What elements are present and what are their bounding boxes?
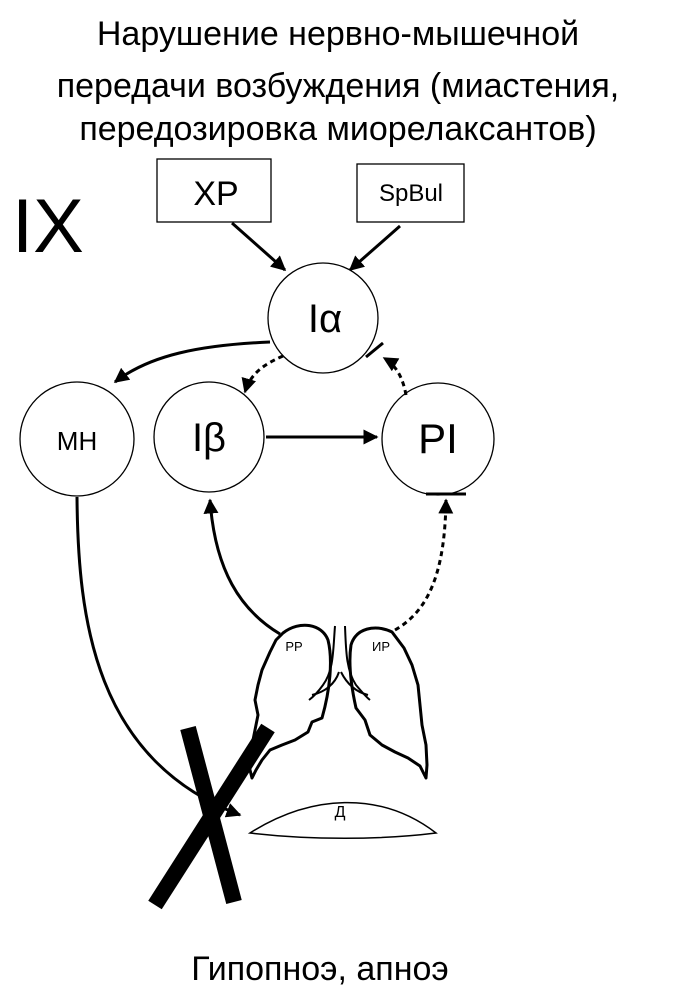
xp-label: XP <box>193 175 238 213</box>
node-ia-label: Iα <box>308 297 342 341</box>
arrow-spbul-to-ia <box>348 224 401 272</box>
arrow-pi-to-ia <box>382 356 408 396</box>
right-lung <box>348 626 429 780</box>
bronchus-left <box>311 671 340 696</box>
right-lung-label: ИР <box>372 639 390 654</box>
outcome-text: Гипопноэ, апноэ <box>191 950 449 988</box>
arrow-ia-to-mn <box>113 340 271 384</box>
bronchus-right <box>340 671 369 696</box>
arrow-lung-to-pi <box>394 498 454 632</box>
section-numeral: IX <box>12 184 84 269</box>
node-pi-label: PI <box>418 415 458 462</box>
inhibit-bar-ia <box>365 341 384 359</box>
left-lung-label: РР <box>285 639 302 654</box>
arrow-ia-to-ib <box>241 354 284 394</box>
spbul-label: SpBul <box>379 180 443 207</box>
diaphragm <box>247 801 438 839</box>
node-ia <box>267 262 379 374</box>
node-mn-label: МН <box>57 426 97 456</box>
trachea-right <box>344 625 371 701</box>
arrow-lung-to-ib <box>203 498 281 636</box>
arrow-xp-to-ia <box>231 221 287 272</box>
title-line-1: Нарушение нервно-мышечной <box>97 15 579 53</box>
title-line-2: передачи возбуждения (миастения, <box>57 67 620 105</box>
node-ib-label: Iβ <box>192 416 226 460</box>
node-mn <box>19 381 135 497</box>
title-line-3: передозировка миорелаксантов) <box>79 110 596 148</box>
arrow-mn-to-diaphragm <box>75 496 242 818</box>
spbul-box <box>356 163 465 223</box>
diaphragm-label: Д <box>335 804 346 821</box>
trachea-left <box>308 625 336 701</box>
xp-box <box>156 158 272 223</box>
node-ib <box>153 381 265 493</box>
block-cross-stroke-2 <box>148 723 275 910</box>
